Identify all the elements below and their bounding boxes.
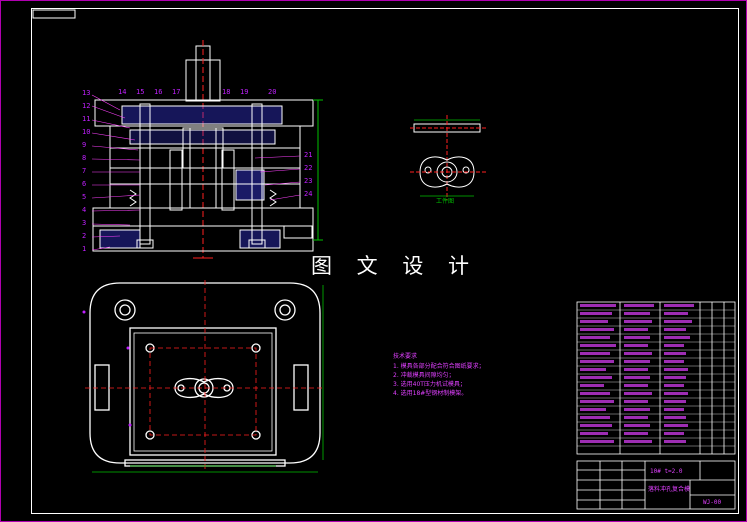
part-number: 15 xyxy=(136,88,145,96)
part-number: 18 xyxy=(222,88,231,96)
section-view xyxy=(92,40,314,259)
part-number: 3 xyxy=(82,219,87,227)
tech-requirement-item: 1. 模具各部分配合符合图纸要求； xyxy=(393,363,485,370)
part-number: 9 xyxy=(82,141,87,149)
drawing-number: WJ-00 xyxy=(703,499,722,506)
workpiece-label: 工件图 xyxy=(436,198,455,205)
drawing-name: 落料冲孔复合模 xyxy=(648,486,691,493)
part-number: 2 xyxy=(82,232,87,240)
part-number: 20 xyxy=(268,88,277,96)
tech-requirement-item: 4. 选用18#型钢材制模架。 xyxy=(393,390,468,397)
title-block xyxy=(576,460,736,510)
part-number: 23 xyxy=(304,177,313,185)
bill-of-materials xyxy=(576,301,736,455)
part-number: 6 xyxy=(82,180,87,188)
part-number: 8 xyxy=(82,154,87,162)
part-number: 7 xyxy=(82,167,87,175)
part-number: 1 xyxy=(82,245,87,253)
workpiece-view xyxy=(410,115,486,200)
part-number: 22 xyxy=(304,164,313,172)
part-number: 11 xyxy=(82,115,91,123)
watermark-text: 图 文 设 计 xyxy=(311,254,479,278)
part-number: 17 xyxy=(172,88,181,96)
part-number: 10 xyxy=(82,128,91,136)
material-spec: 10# t=2.0 xyxy=(650,468,683,475)
inner-border xyxy=(31,8,739,514)
part-number: 16 xyxy=(154,88,163,96)
part-number: 14 xyxy=(118,88,127,96)
section-dimensions xyxy=(313,99,323,241)
part-number: 19 xyxy=(240,88,249,96)
part-number: 13 xyxy=(82,89,91,97)
tech-requirements-title: 技术要求 xyxy=(393,353,418,360)
plan-centerlines xyxy=(85,280,325,470)
part-number: 21 xyxy=(304,151,313,159)
part-number: 4 xyxy=(82,206,87,214)
plan-dimensions xyxy=(92,285,324,473)
part-number: 24 xyxy=(304,190,313,198)
tech-requirement-item: 2. 冲裁模具间隙均匀； xyxy=(393,372,455,379)
plan-view xyxy=(89,282,321,467)
leader-lines xyxy=(91,94,301,251)
tech-requirement-item: 3. 选用40T压力机试模具； xyxy=(393,381,466,388)
bom-cell-entries xyxy=(580,304,694,443)
part-number: 5 xyxy=(82,193,87,201)
part-number: 12 xyxy=(82,102,91,110)
